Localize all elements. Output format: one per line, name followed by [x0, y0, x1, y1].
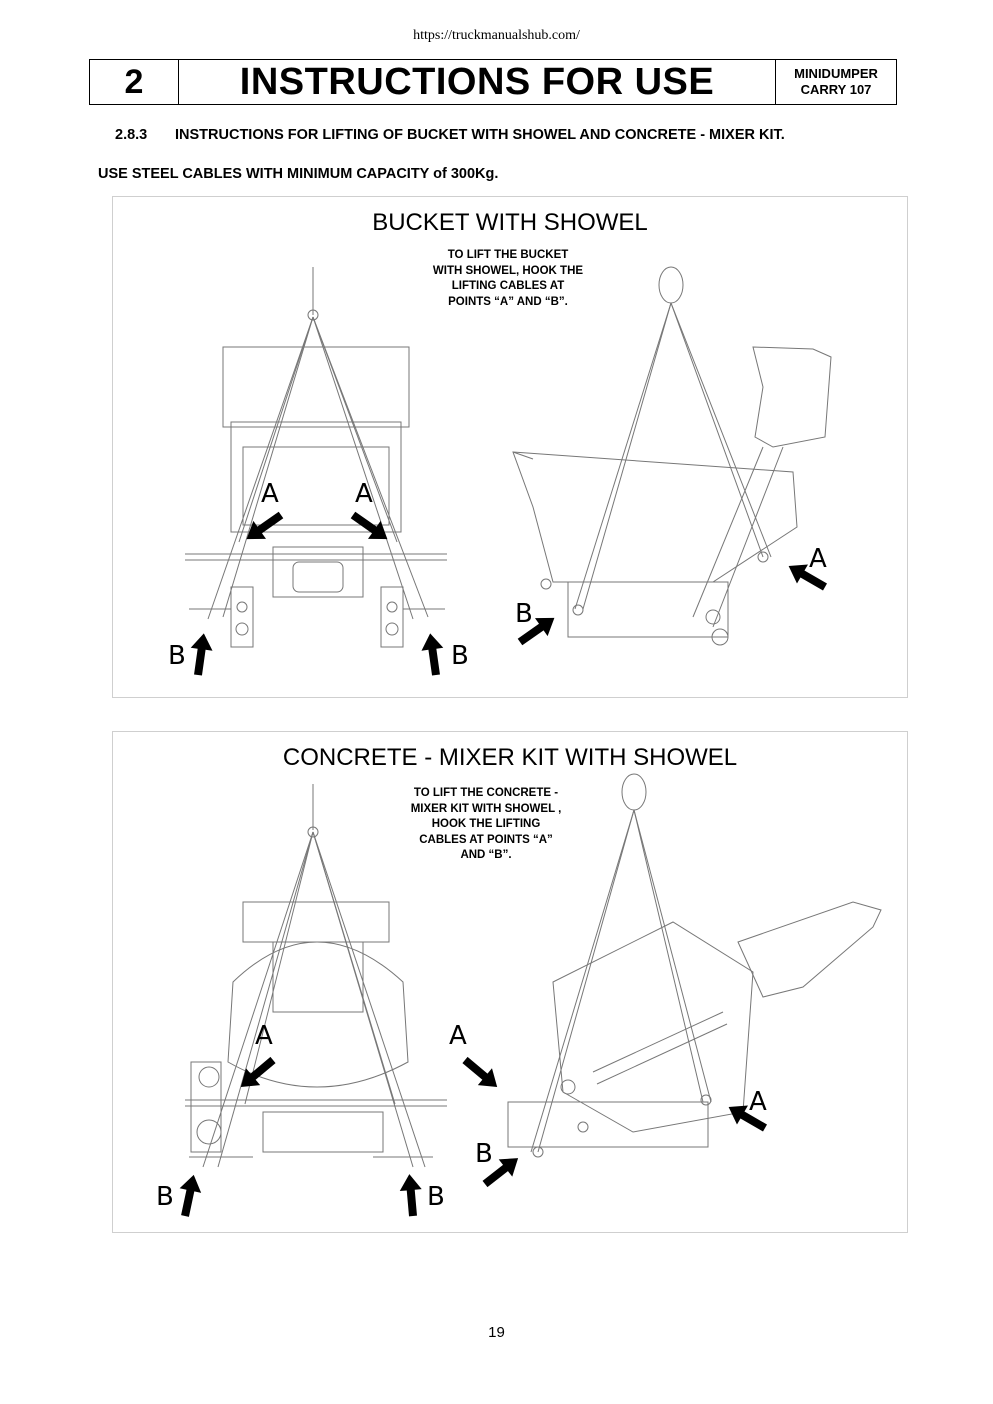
mixer-front-view [185, 784, 447, 1168]
cable-capacity-warning: USE STEEL CABLES WITH MINIMUM CAPACITY o… [98, 166, 499, 182]
bucket-lifting-figure: BUCKET WITH SHOWEL TO LIFT THE BUCKET WI… [112, 196, 908, 698]
note-line: TO LIFT THE CONCRETE - [413, 787, 559, 799]
label-b: B [156, 1182, 174, 1212]
arrow-point-a-right [457, 1051, 505, 1096]
section-heading: 2.8.3 INSTRUCTIONS FOR LIFTING OF BUCKET… [115, 127, 785, 143]
section-title: INSTRUCTIONS FOR LIFTING OF BUCKET WITH … [175, 127, 785, 143]
label-a: A [355, 479, 373, 509]
arrow-point-b-right [398, 1173, 424, 1217]
bucket-side-view [512, 266, 832, 646]
note-line: HOOK THE LIFTING [431, 818, 541, 830]
chapter-title: INSTRUCTIONS FOR USE [239, 60, 715, 103]
note-line: MIXER KIT WITH SHOWEL , [410, 802, 562, 815]
mixer-drawing: A A B B A B [156, 773, 882, 1219]
label-a: A [255, 1021, 273, 1051]
section-number: 2.8.3 [115, 127, 148, 143]
figure-title: CONCRETE - MIXER KIT WITH SHOWEL [282, 744, 738, 771]
model-line-2: CARRY 107 [800, 82, 872, 97]
label-b: B [168, 641, 186, 671]
label-b: B [515, 599, 533, 629]
arrow-point-b-left [187, 631, 215, 677]
note-line: TO LIFT THE BUCKET [447, 249, 569, 261]
model-line-1: MINIDUMPER [794, 66, 878, 81]
label-b: B [451, 641, 469, 671]
label-a: A [261, 479, 279, 509]
page-number: 19 [488, 1324, 505, 1341]
label-b: B [475, 1139, 493, 1169]
arrow-point-a-left [240, 505, 288, 549]
arrow-point-b-left [174, 1172, 205, 1219]
arrow-point-a-right [346, 505, 394, 549]
note-line: CABLES AT POINTS “A” [419, 833, 553, 846]
bucket-front-view [185, 267, 447, 648]
mixer-lifting-figure: CONCRETE - MIXER KIT WITH SHOWEL TO LIFT… [112, 731, 908, 1233]
label-a: A [749, 1087, 767, 1117]
figure-instructions: TO LIFT THE BUCKET WITH SHOWEL, HOOK THE… [403, 248, 613, 310]
label-a: A [449, 1021, 467, 1051]
note-line: POINTS “A” AND “B”. [448, 295, 568, 308]
note-line: WITH SHOWEL, HOOK THE [432, 264, 584, 277]
note-line: LIFTING CABLES AT [451, 280, 565, 292]
label-a: A [809, 544, 827, 574]
chapter-number: 2 [90, 60, 179, 104]
figure-title: BUCKET WITH SHOWEL [372, 209, 648, 236]
bucket-drawing: A A B B A B [168, 266, 832, 677]
note-line: AND “B”. [460, 849, 512, 861]
chapter-header: 2 INSTRUCTIONS FOR USE MINIDUMPER CARRY … [89, 59, 897, 105]
mixer-side-view [507, 773, 882, 1158]
source-url: https://truckmanualshub.com/ [413, 28, 580, 43]
arrow-point-b-right [419, 631, 447, 677]
label-b: B [427, 1182, 445, 1212]
figure-instructions: TO LIFT THE CONCRETE - MIXER KIT WITH SH… [381, 786, 591, 864]
model-box: MINIDUMPER CARRY 107 [775, 60, 896, 104]
